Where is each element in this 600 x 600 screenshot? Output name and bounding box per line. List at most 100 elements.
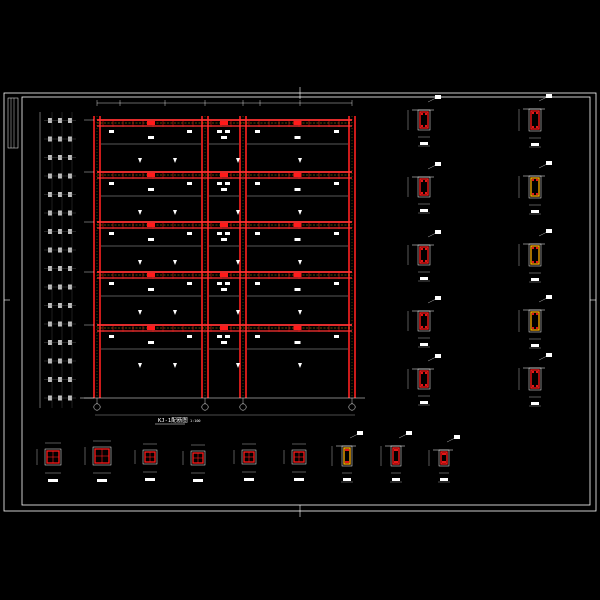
section-rebar-dot bbox=[441, 452, 445, 456]
beam-label-mark bbox=[225, 282, 230, 285]
level-arrow bbox=[298, 310, 302, 315]
section-leader-tag bbox=[357, 431, 363, 435]
section-leader-tag bbox=[546, 229, 552, 233]
section-label bbox=[343, 478, 351, 481]
section-rebar-dot bbox=[395, 448, 399, 452]
beam-label-mark bbox=[294, 136, 301, 139]
column-section-details bbox=[36, 431, 460, 483]
section-stirrup bbox=[530, 245, 540, 265]
section-rebar-dot bbox=[531, 192, 535, 196]
section-label bbox=[440, 478, 448, 481]
section-label bbox=[420, 401, 428, 404]
beam-label-mark bbox=[221, 238, 227, 241]
column-section bbox=[84, 440, 112, 482]
section-label bbox=[420, 142, 428, 145]
section-rebar-dot bbox=[531, 246, 535, 250]
section-rebar-dot bbox=[344, 460, 348, 464]
beam-label-mark bbox=[187, 182, 192, 185]
column-section-label bbox=[145, 478, 155, 481]
drawing-title: KJ-1配筋图 bbox=[158, 416, 188, 424]
section-leader-tag bbox=[435, 95, 441, 99]
section-detail bbox=[428, 435, 460, 483]
beam-label-mark bbox=[217, 130, 222, 133]
section-stirrup bbox=[419, 111, 429, 129]
section-detail bbox=[407, 296, 441, 348]
section-rebar-dot bbox=[420, 112, 424, 116]
section-rebar-dot bbox=[441, 460, 445, 464]
section-rebar-dot bbox=[424, 191, 428, 195]
section-detail bbox=[407, 95, 441, 147]
beam-label-mark bbox=[148, 341, 154, 344]
section-label bbox=[531, 278, 539, 281]
beam-label-mark bbox=[109, 232, 114, 235]
beam-section-details bbox=[407, 94, 552, 407]
beam-label-mark bbox=[334, 282, 339, 285]
section-label bbox=[420, 277, 428, 280]
column-section bbox=[233, 443, 257, 481]
beam-label-mark bbox=[217, 232, 222, 235]
level-arrow bbox=[138, 158, 142, 163]
beam-label-mark bbox=[255, 130, 260, 133]
section-rebar-dot bbox=[535, 370, 539, 374]
level-arrow bbox=[138, 210, 142, 215]
section-detail bbox=[407, 162, 441, 214]
section-rebar-dot bbox=[424, 179, 428, 183]
section-rebar-dot bbox=[420, 325, 424, 329]
section-rebar-dot bbox=[535, 384, 539, 388]
beam-label-mark bbox=[334, 232, 339, 235]
level-arrow bbox=[236, 260, 240, 265]
beam-label-mark bbox=[187, 335, 192, 338]
section-label bbox=[420, 209, 428, 212]
section-leader bbox=[538, 96, 548, 102]
beam-label-mark bbox=[221, 188, 227, 191]
section-rebar-dot bbox=[393, 448, 397, 452]
section-detail bbox=[380, 431, 412, 483]
section-stirrup bbox=[530, 311, 540, 331]
section-rebar-dot bbox=[424, 259, 428, 263]
beam-label-mark bbox=[109, 130, 114, 133]
beam-midspan-marker bbox=[220, 173, 228, 177]
section-rebar-dot bbox=[535, 125, 539, 129]
section-rebar-dot bbox=[535, 192, 539, 196]
section-rebar-dot bbox=[395, 460, 399, 464]
section-rebar-dot bbox=[424, 112, 428, 116]
binding-strip bbox=[7, 97, 19, 149]
section-rebar-dot bbox=[420, 179, 424, 183]
section-leader bbox=[427, 164, 437, 170]
section-leader bbox=[349, 433, 359, 439]
section-rebar-dot bbox=[531, 326, 535, 330]
level-arrow bbox=[138, 310, 142, 315]
level-arrow bbox=[173, 260, 177, 265]
section-rebar-dot bbox=[420, 383, 424, 387]
inner-frame bbox=[21, 96, 591, 506]
section-stirrup bbox=[419, 178, 429, 196]
section-detail bbox=[331, 431, 363, 483]
section-detail bbox=[518, 295, 552, 349]
section-rebar-dot bbox=[535, 312, 539, 316]
section-leader bbox=[538, 297, 548, 303]
beam-label-mark bbox=[217, 335, 222, 338]
section-rebar-dot bbox=[424, 325, 428, 329]
section-detail bbox=[518, 229, 552, 283]
beam-label-mark bbox=[334, 335, 339, 338]
section-detail bbox=[518, 161, 552, 215]
level-arrow bbox=[138, 260, 142, 265]
column-section-outline bbox=[190, 450, 206, 466]
beam-label-mark bbox=[221, 136, 227, 139]
section-rebar-dot bbox=[531, 260, 535, 264]
beam-label-mark bbox=[217, 182, 222, 185]
section-stirrup bbox=[419, 246, 429, 264]
section-leader bbox=[427, 232, 437, 238]
section-rebar-dot bbox=[346, 460, 350, 464]
column-section-outline bbox=[44, 448, 62, 466]
section-rebar-dot bbox=[531, 178, 535, 182]
section-leader-tag bbox=[546, 161, 552, 165]
section-stirrup bbox=[530, 369, 540, 389]
beam-label-mark bbox=[255, 282, 260, 285]
beam-midspan-marker bbox=[147, 121, 155, 125]
level-arrow bbox=[236, 310, 240, 315]
section-rebar-dot bbox=[531, 125, 535, 129]
axis-bubble bbox=[239, 403, 247, 411]
beam-label-mark bbox=[255, 182, 260, 185]
